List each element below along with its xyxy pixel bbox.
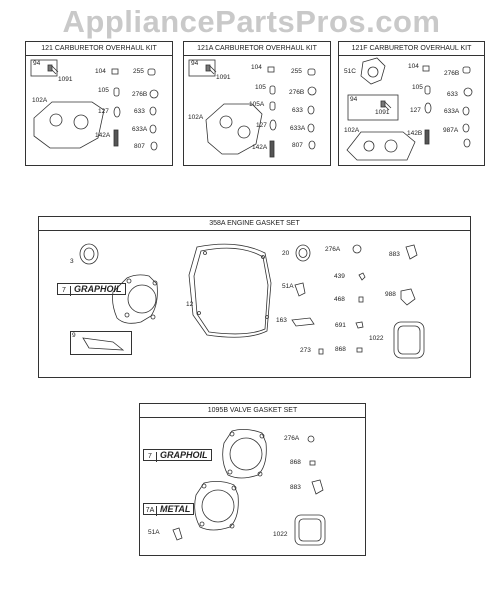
part-label: 255: [291, 68, 302, 75]
part-label: 633A: [132, 126, 148, 133]
part-label: 439: [334, 273, 345, 280]
part-label: 1091: [375, 109, 390, 116]
part-label: 868: [290, 459, 301, 466]
part-label: 633A: [290, 125, 306, 132]
part-label: 807: [134, 143, 145, 150]
graphoil-ref-number: 7: [144, 452, 157, 462]
part-label: 1022: [273, 531, 288, 538]
metal-ref-number: 7A: [144, 506, 157, 516]
watermark: AppliancePartsPros.com: [62, 4, 441, 39]
part-label: 1091: [58, 76, 73, 83]
part-label: 51A: [282, 283, 294, 290]
part-label: 276B: [289, 89, 305, 96]
part-label: 94: [191, 60, 199, 67]
part-label: 988: [385, 291, 396, 298]
part-label: 142A: [252, 144, 268, 151]
part-label: 104: [95, 68, 106, 75]
part-label: 633A: [444, 108, 460, 115]
part-label: 102A: [188, 114, 204, 121]
part-label: 1022: [369, 335, 384, 342]
engine-gasket-set-illustration: [79, 243, 425, 359]
part-label: 883: [290, 484, 301, 491]
kit-121f-parts-illustration: [346, 57, 473, 161]
kit-121a-title: 121A CARBURETOR OVERHAUL KIT: [184, 42, 330, 56]
part-label: 104: [251, 64, 262, 71]
part-label: 868: [335, 346, 346, 353]
part-label: 142B: [407, 130, 423, 137]
graphoil-ref-number: 7: [58, 286, 71, 296]
part-label: 94: [33, 60, 41, 67]
part-label: 105: [98, 87, 109, 94]
part-label: 276A: [284, 435, 300, 442]
part-label: 468: [334, 296, 345, 303]
graphoil-label: GRAPHOIL: [160, 450, 208, 460]
part-label: 633: [292, 107, 303, 114]
part-label: 276A: [325, 246, 341, 253]
part-label: 633: [134, 108, 145, 115]
part-label: 987A: [443, 127, 459, 134]
kit-121f-panel: 121F CARBURETOR OVERHAUL KIT 51C 94 1091…: [338, 41, 485, 166]
part-label: 127: [410, 107, 421, 114]
valve-gasket-set-title: 1095B VALVE GASKET SET: [140, 404, 365, 418]
part-label: 691: [335, 322, 346, 329]
kit-121f-title: 121F CARBURETOR OVERHAUL KIT: [339, 42, 484, 56]
part-label: 105A: [249, 101, 265, 108]
part-label: 807: [292, 142, 303, 149]
part-label: 142A: [95, 132, 111, 139]
part-label: 51C: [344, 68, 356, 75]
part-label: 276B: [444, 70, 460, 77]
part-label: 273: [300, 347, 311, 354]
part-label: 105: [255, 84, 266, 91]
part-label: 12: [186, 301, 194, 308]
part-label: 51A: [148, 529, 160, 536]
kit-121a-parts-illustration: [188, 59, 317, 158]
valve-gasket-set-illustration: [172, 429, 326, 546]
kit-121a-panel: 121A CARBURETOR OVERHAUL KIT 94 1091 102…: [183, 41, 331, 166]
part-label: 255: [133, 68, 144, 75]
part-label: 102A: [32, 97, 48, 104]
kit-121-panel: 121 CARBURETOR OVERHAUL KIT 94 1091 102A…: [25, 41, 173, 166]
part-label: 127: [98, 108, 109, 115]
part-label: 633: [447, 91, 458, 98]
part-label: 105: [412, 84, 423, 91]
part-label: 883: [389, 251, 400, 258]
graphoil-label: GRAPHOIL: [74, 284, 122, 294]
part-label: 102A: [344, 127, 360, 134]
part-label: 104: [408, 63, 419, 70]
part-label: 163: [276, 317, 287, 324]
kit-121-title: 121 CARBURETOR OVERHAUL KIT: [26, 42, 172, 56]
engine-gasket-set-title: 358A ENGINE GASKET SET: [39, 217, 470, 231]
part-label: 276B: [132, 91, 148, 98]
metal-label: METAL: [160, 504, 191, 514]
part-label: 1091: [216, 74, 231, 81]
subkit-ref-number: 9: [72, 332, 76, 339]
kit-121-parts-illustration: [30, 59, 159, 151]
part-label: 94: [350, 96, 358, 103]
part-label: 3: [70, 258, 74, 265]
engine-gasket-set-panel: 358A ENGINE GASKET SET: [38, 216, 471, 378]
part-label: 127: [256, 122, 267, 129]
part-label: 20: [282, 250, 290, 257]
gasket-subkit-9-box: 9: [70, 331, 132, 355]
